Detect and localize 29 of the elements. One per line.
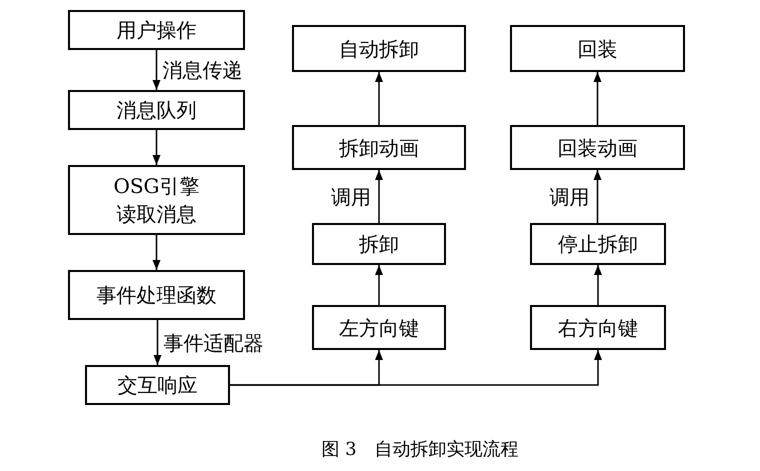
arrow xyxy=(230,350,602,386)
process-box: 消息队列 xyxy=(68,90,245,130)
process-box: 事件处理函数 xyxy=(68,270,245,320)
process-box: 交互响应 xyxy=(85,365,230,405)
edge-label: 消息传递 xyxy=(162,58,242,82)
edge-label: 事件适配器 xyxy=(164,330,264,354)
process-box: 回装动画 xyxy=(510,125,685,170)
arrow xyxy=(594,170,602,223)
arrow xyxy=(594,72,602,125)
process-box: 左方向键 xyxy=(312,305,446,350)
arrow xyxy=(375,72,383,125)
process-box: 拆卸 xyxy=(312,223,446,265)
process-box: OSG引擎读取消息 xyxy=(68,165,245,235)
arrow xyxy=(152,235,160,270)
process-box: 拆卸动画 xyxy=(292,125,466,170)
process-box: 自动拆卸 xyxy=(292,25,466,72)
edge-label: 调用 xyxy=(331,184,371,208)
arrow xyxy=(154,320,162,365)
arrow xyxy=(594,265,602,305)
arrow xyxy=(375,265,383,305)
arrow xyxy=(152,130,160,165)
process-box: 回装 xyxy=(510,25,685,72)
arrow xyxy=(152,50,160,90)
arrow xyxy=(375,170,383,223)
process-box: 用户操作 xyxy=(68,10,245,50)
process-box: 右方向键 xyxy=(530,305,666,350)
process-box: 停止拆卸 xyxy=(530,223,666,265)
edge-label: 调用 xyxy=(550,184,590,208)
caption: 图 3 自动拆卸实现流程 xyxy=(320,438,520,461)
